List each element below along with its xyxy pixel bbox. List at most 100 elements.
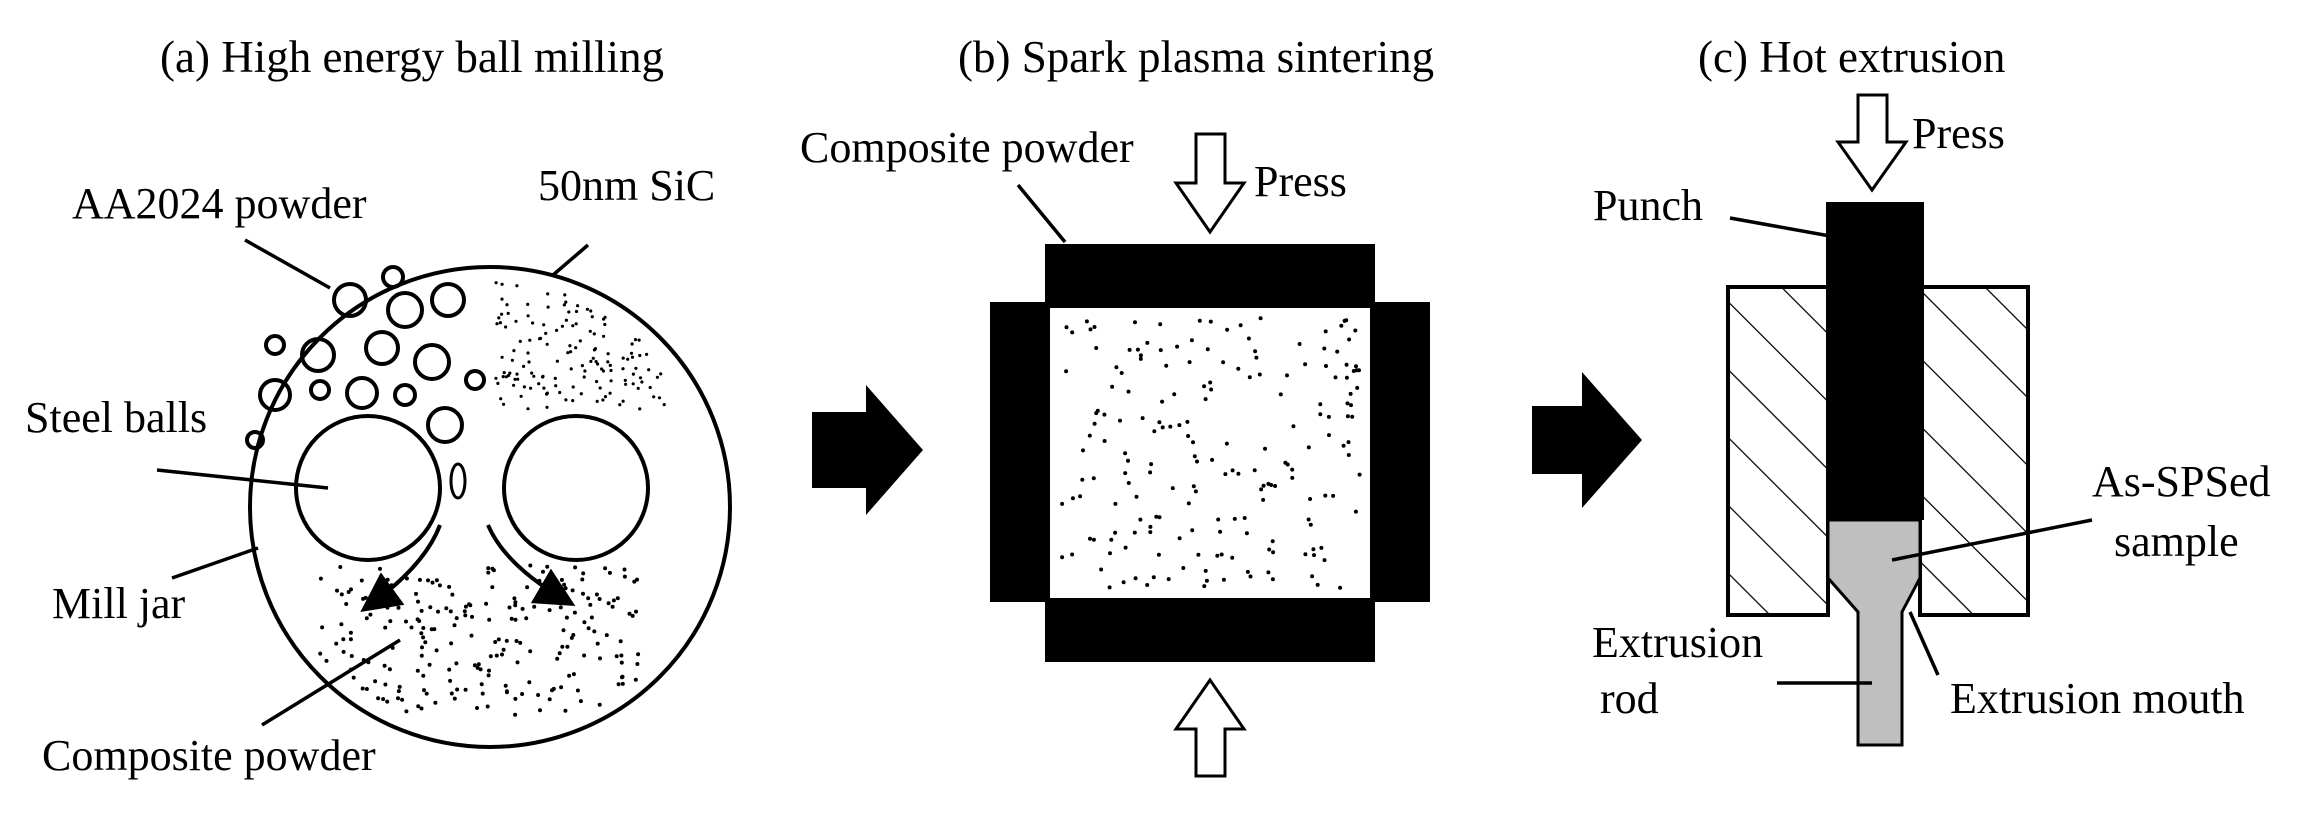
- sic-particle: [655, 375, 660, 379]
- composite-particle: [335, 588, 339, 593]
- sic-particle: [522, 385, 527, 389]
- composite-particle: [432, 627, 437, 632]
- composite-particle: [421, 635, 426, 640]
- sic-particle: [516, 377, 520, 381]
- sic-particle: [499, 397, 503, 401]
- sic-particle: [518, 339, 522, 343]
- composite-particle: [1303, 552, 1308, 557]
- composite-particle: [475, 706, 479, 710]
- aa2024-particle: [300, 337, 336, 373]
- steel-ball-right: [502, 414, 650, 562]
- composite-particle: [1102, 439, 1107, 443]
- composite-particle: [520, 606, 525, 611]
- composite-particle: [1151, 575, 1156, 580]
- composite-particle: [349, 587, 353, 592]
- sic-particle: [608, 391, 612, 395]
- sic-particle: [602, 317, 606, 321]
- composite-particle: [1177, 423, 1182, 428]
- composite-particle: [504, 638, 509, 643]
- composite-particle: [1339, 323, 1344, 328]
- sic-particle: [500, 355, 504, 359]
- sic-particle: [569, 350, 573, 354]
- composite-particle: [470, 614, 474, 619]
- label-mill-jar: Mill jar: [52, 579, 186, 628]
- composite-particle: [1091, 537, 1096, 542]
- sic-particle: [592, 348, 597, 352]
- composite-particle: [1327, 433, 1331, 438]
- label-steel-balls: Steel balls: [25, 393, 207, 442]
- composite-particle: [1322, 346, 1327, 351]
- sic-particles: [494, 281, 666, 411]
- composite-particle: [1354, 364, 1358, 369]
- composite-particle: [1092, 325, 1097, 329]
- composite-particle: [622, 567, 627, 572]
- composite-particle: [1273, 484, 1278, 488]
- sic-particle: [526, 314, 530, 318]
- composite-particle: [1244, 531, 1249, 536]
- composite-particle: [1168, 424, 1173, 429]
- sic-particle: [580, 364, 585, 368]
- composite-particle: [1138, 517, 1143, 522]
- composite-particle: [581, 571, 586, 576]
- composite-particle: [1306, 445, 1311, 450]
- composite-particle: [1248, 574, 1253, 579]
- composite-particle: [419, 706, 424, 711]
- composite-particle: [532, 604, 537, 609]
- composite-particle: [1186, 434, 1191, 438]
- composite-particle: [1154, 514, 1159, 519]
- sic-particle: [529, 386, 533, 390]
- composite-particle: [433, 700, 438, 705]
- composite-particle: [419, 608, 424, 613]
- sic-particle: [498, 321, 502, 325]
- sic-particle: [541, 375, 545, 379]
- composite-particle: [1357, 368, 1361, 373]
- composite-particle: [1157, 515, 1162, 520]
- sic-particle: [606, 352, 610, 356]
- sic-particle: [545, 391, 549, 395]
- composite-particle: [491, 568, 496, 573]
- composite-particle: [1346, 440, 1351, 445]
- composite-particle: [1060, 555, 1065, 560]
- composite-particle: [1353, 328, 1358, 333]
- sic-particle: [507, 373, 511, 378]
- composite-particle: [1080, 477, 1085, 482]
- sic-particle: [494, 281, 498, 285]
- composite-particle: [538, 708, 542, 713]
- flow-arrow-right: [486, 524, 576, 607]
- composite-particle: [1257, 372, 1262, 377]
- composite-particle: [1164, 363, 1169, 368]
- powder-chamber-b: [1050, 308, 1370, 598]
- composite-particle: [1087, 433, 1092, 438]
- sic-particle: [629, 351, 634, 355]
- process-arrow-a-to-b: [812, 385, 923, 515]
- composite-particle: [444, 606, 449, 611]
- sic-particle: [500, 297, 504, 301]
- sic-particle: [555, 328, 559, 332]
- composite-particle: [462, 609, 467, 614]
- sic-particle: [662, 403, 666, 407]
- composite-particle: [349, 654, 354, 658]
- composite-particle: [1291, 424, 1296, 429]
- sic-particle: [527, 360, 531, 364]
- composite-particle: [334, 641, 339, 646]
- sic-particle: [528, 338, 532, 342]
- composite-particle: [1094, 346, 1099, 350]
- composite-particle: [1303, 362, 1308, 367]
- sic-particle: [579, 392, 583, 396]
- composite-particle: [536, 693, 541, 697]
- composite-particle: [588, 602, 593, 607]
- composite-particle: [348, 630, 353, 635]
- composite-particle: [385, 577, 390, 582]
- composite-particle: [1319, 545, 1324, 550]
- label-as-spsed-line1: As-SPSed: [2092, 457, 2271, 506]
- composite-particle: [578, 699, 583, 704]
- label-extrusion-rod-line1: Extrusion: [1592, 618, 1763, 667]
- composite-particle: [1318, 412, 1323, 417]
- sic-particle: [618, 403, 622, 407]
- composite-particle: [1064, 325, 1069, 330]
- composite-particle: [1172, 392, 1177, 397]
- composite-particle: [1123, 451, 1128, 456]
- sic-particle: [508, 371, 512, 375]
- sic-particle: [638, 407, 642, 411]
- composite-particle: [563, 708, 568, 713]
